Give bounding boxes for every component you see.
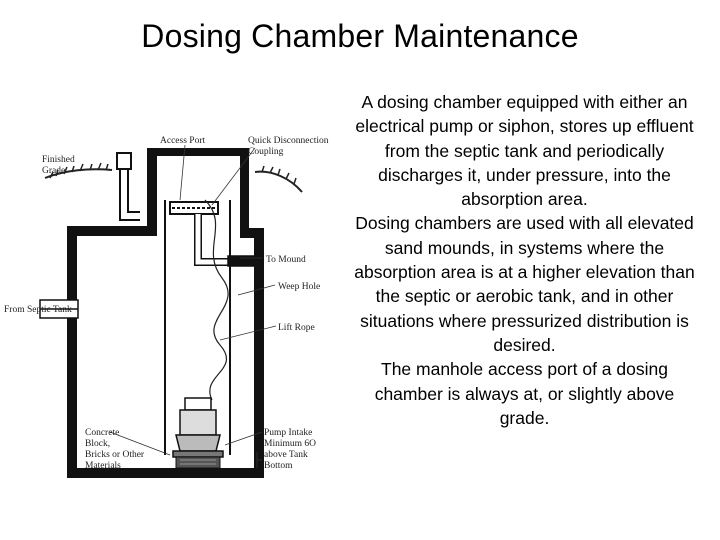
label-quick-disconnection: Quick Disconnection [248, 136, 329, 146]
page-title: Dosing Chamber Maintenance [141, 18, 579, 54]
label-bricks: Bricks or Other [85, 450, 145, 460]
label-block: Block, [85, 439, 110, 449]
paragraph-dosing-chamber: A dosing chamber equipped with either an… [355, 92, 694, 210]
grass-marks [49, 162, 297, 185]
label-above-tank: above Tank [264, 450, 308, 460]
label-access-port: Access Port [160, 136, 205, 146]
leader-lines [109, 144, 277, 468]
inlet-pipe [39, 299, 79, 319]
dosing-chamber-diagram: Access Port Quick Disconnection Coupling… [4, 136, 329, 478]
label-bottom: Bottom [264, 461, 293, 471]
label-minimum: Minimum 6O [264, 439, 316, 449]
discharge-pipe [194, 214, 263, 267]
label-lift-rope: Lift Rope [278, 322, 315, 333]
pump [172, 397, 224, 458]
label-weep-hole: Weep Hole [278, 282, 320, 292]
description-text: A dosing chamber equipped with either an… [352, 90, 697, 430]
label-concrete: Concrete [85, 428, 119, 438]
label-to-mound: To Mound [266, 255, 306, 265]
label-coupling: Coupling [248, 147, 284, 157]
finished-grade-ground [44, 168, 303, 193]
label-from-septic-tank: From Septic Tank [4, 305, 72, 315]
label-materials: Materials [85, 461, 121, 471]
label-pump-intake: Pump Intake [264, 428, 312, 438]
label-grade: Grade [42, 166, 65, 176]
paragraph-usage: Dosing chambers are used with all elevat… [354, 213, 695, 355]
lift-rope [204, 199, 229, 401]
chamber-walls [67, 148, 264, 478]
concrete-block-base [175, 456, 221, 469]
vent-riser [116, 152, 140, 221]
label-finished: Finished [42, 155, 75, 165]
paragraph-access-port: The manhole access port of a dosing cham… [374, 359, 675, 428]
pump-housing [164, 200, 231, 455]
